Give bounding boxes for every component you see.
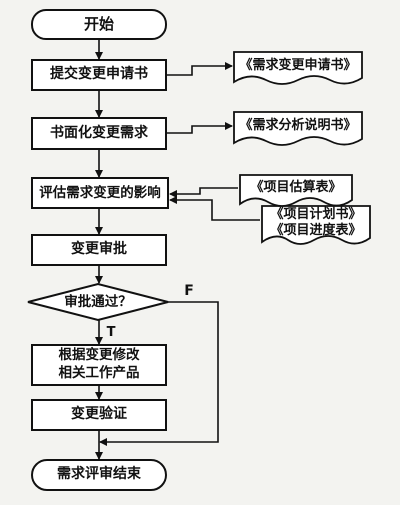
arrow-submit-to-doc — [166, 62, 233, 76]
arrow-estimate-to-assess — [169, 187, 238, 198]
step-submit-box — [31, 59, 167, 91]
doc-estimate-shape — [239, 174, 353, 207]
doc-change-request-label: 《需求变更申请书》 — [239, 57, 357, 73]
branch-true-label: T — [106, 324, 116, 340]
arrow-document-to-doc — [166, 122, 233, 134]
end-terminal — [31, 459, 167, 491]
step-assess-box — [31, 177, 169, 209]
step-assess-label: 评估需求变更的影响 — [39, 184, 161, 201]
doc-plan-schedule-shape — [261, 205, 371, 245]
step-modify-box — [31, 344, 167, 386]
arrow-false-branch — [99, 301, 219, 446]
doc-requirements-spec-label: 《需求分析说明书》 — [239, 117, 357, 133]
step-verify-label: 变更验证 — [71, 406, 127, 423]
step-verify-box — [31, 399, 167, 431]
arrow-plan-to-assess — [169, 196, 260, 221]
step-document-label: 书面化变更需求 — [50, 124, 148, 141]
end-label: 需求评审结束 — [57, 466, 141, 483]
branch-false-label: F — [184, 283, 194, 300]
doc-estimate-label: 《项目估算表》 — [250, 179, 342, 195]
doc-change-request-shape — [233, 51, 363, 85]
doc-requirements-spec-shape — [233, 111, 363, 146]
step-submit-label: 提交变更申请书 — [50, 66, 148, 83]
decision-label: 审批通过？ — [64, 293, 132, 310]
start-label: 开始 — [83, 15, 114, 34]
step-modify-label: 根据变更修改 相关工作产品 — [58, 347, 140, 381]
step-approve-label: 变更审批 — [71, 241, 127, 258]
doc-plan-schedule-label: 《项目计划书》 《项目进度表》 — [270, 207, 362, 238]
step-document-box — [31, 117, 167, 150]
